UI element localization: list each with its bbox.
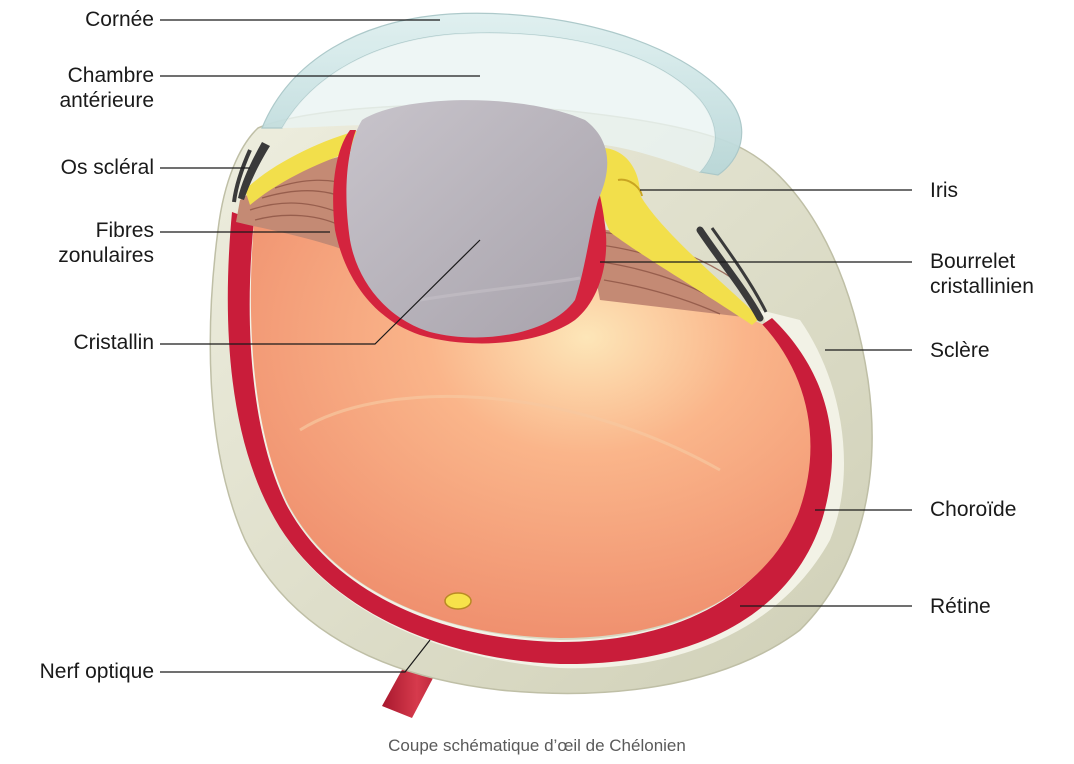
label-choroide: Choroïde [930, 497, 1016, 522]
optic-disc [445, 593, 471, 609]
label-cornee: Cornée [85, 7, 154, 32]
label-iris: Iris [930, 178, 958, 203]
label-bourrelet-cristallinien: Bourrelet cristallinien [930, 249, 1034, 299]
label-fibres-zonulaires: Fibres zonulaires [58, 218, 154, 268]
label-chambre-anterieure: Chambre antérieure [59, 63, 154, 113]
figure-caption: Coupe schématique d’œil de Chélonien [0, 736, 1074, 756]
label-sclere: Sclère [930, 338, 990, 363]
lens [346, 100, 607, 337]
label-nerf-optique: Nerf optique [40, 659, 154, 684]
label-retine: Rétine [930, 594, 991, 619]
label-os-scleral: Os scléral [61, 155, 154, 180]
label-cristallin: Cristallin [73, 330, 154, 355]
